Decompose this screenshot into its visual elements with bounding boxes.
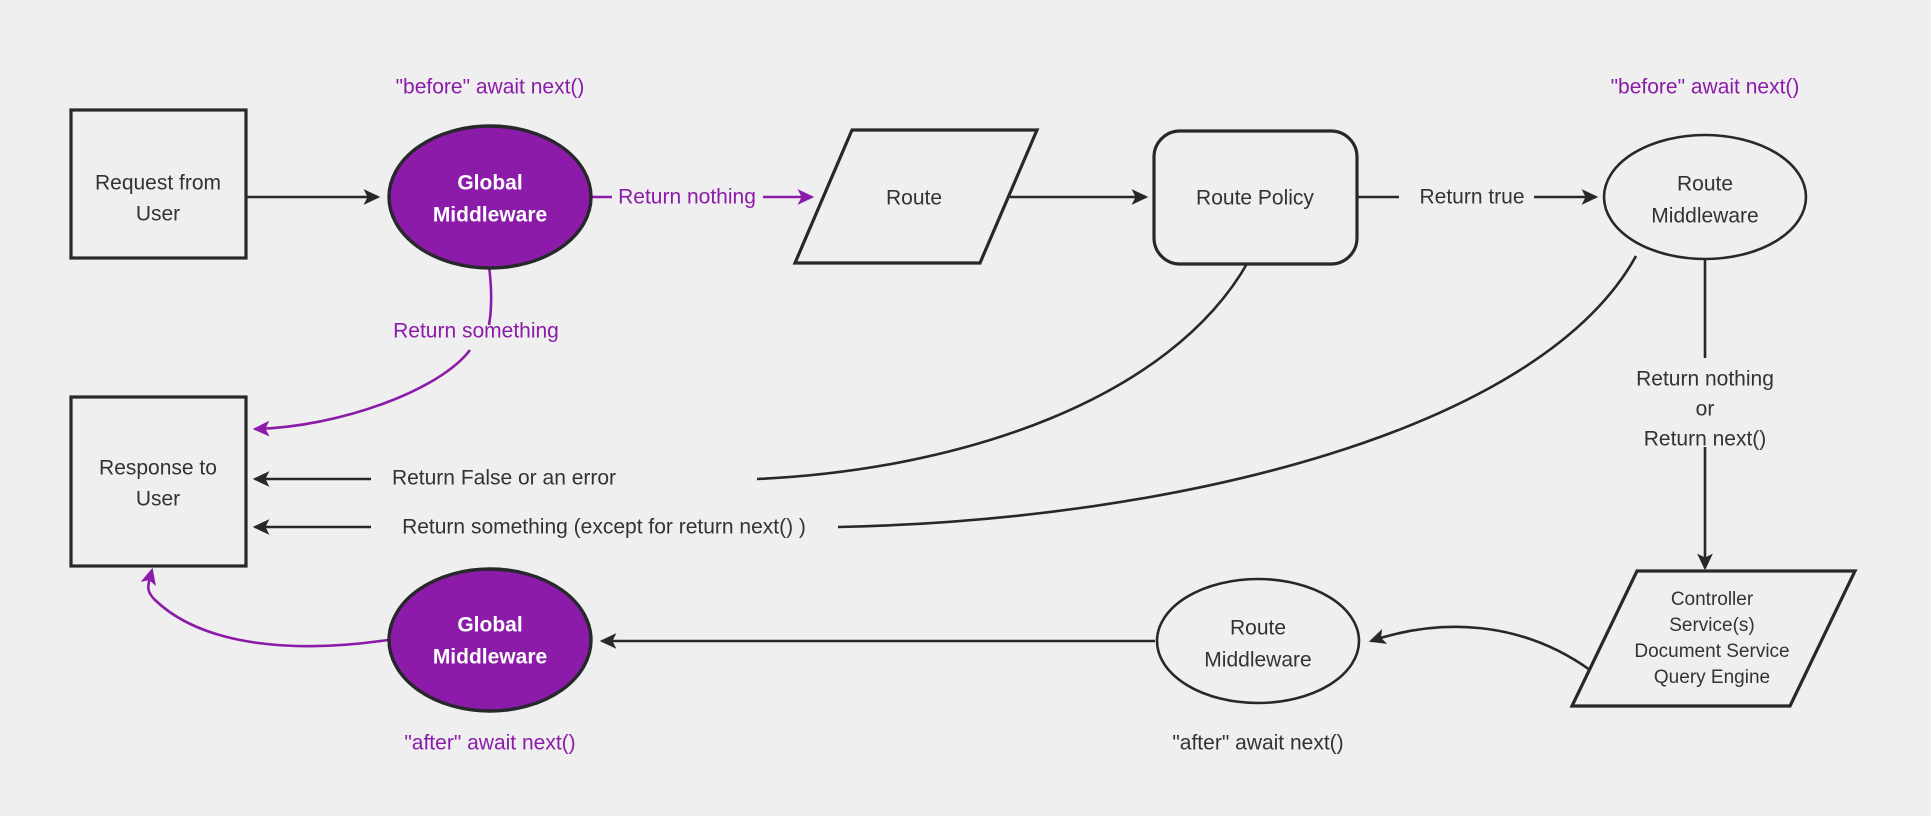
node-route-policy-label: Route Policy bbox=[1196, 187, 1314, 210]
annotation-before-await-next-route: "before" await next() bbox=[1611, 76, 1800, 99]
annotation-before-await-next-global: "before" await next() bbox=[396, 76, 585, 99]
edge-global-middleware-bottom-to-response bbox=[140, 567, 389, 648]
node-global-middleware-top-line1: Global bbox=[457, 172, 522, 195]
edge-label-return-true: Return true bbox=[1419, 186, 1524, 209]
node-global-middleware-bottom-line2: Middleware bbox=[433, 646, 547, 669]
edge-controller-to-route-middleware-bottom bbox=[1368, 625, 1591, 672]
node-route-middleware-top-line2: Middleware bbox=[1651, 205, 1758, 228]
edge-label-return-something-except: Return something (except for return next… bbox=[402, 516, 806, 539]
node-route[interactable] bbox=[792, 128, 1040, 265]
node-controller-line3: Document Service bbox=[1634, 641, 1789, 662]
node-route-middleware-bottom[interactable] bbox=[1155, 577, 1361, 705]
annotation-after-await-next-route: "after" await next() bbox=[1172, 732, 1343, 755]
node-request-from-user-line1: Request from bbox=[95, 172, 221, 195]
node-controller-line4: Query Engine bbox=[1654, 667, 1770, 688]
node-route-middleware-bottom-line2: Middleware bbox=[1204, 649, 1311, 672]
node-controller-line2: Service(s) bbox=[1669, 615, 1755, 636]
edge-label-return-nothing-or-next-line1: Return nothing bbox=[1636, 368, 1774, 391]
node-request-from-user[interactable] bbox=[69, 108, 248, 260]
edge-global-middleware-return-something-arrow bbox=[252, 349, 472, 437]
edge-route-policy-return-false bbox=[756, 261, 1250, 481]
node-controller-services[interactable] bbox=[1569, 569, 1858, 708]
node-global-middleware-top[interactable] bbox=[387, 124, 593, 270]
edge-label-return-false-or-error: Return False or an error bbox=[392, 467, 616, 490]
node-global-middleware-bottom-line1: Global bbox=[457, 614, 522, 637]
node-route-middleware-bottom-line1: Route bbox=[1230, 617, 1286, 640]
node-request-from-user-line2: User bbox=[136, 203, 180, 226]
node-route-middleware-top-line1: Route bbox=[1677, 173, 1733, 196]
edge-route-middleware-return-something-except bbox=[837, 255, 1638, 529]
edge-label-return-nothing: Return nothing bbox=[618, 186, 756, 209]
node-controller-line1: Controller bbox=[1671, 589, 1754, 610]
edge-global-middleware-return-something bbox=[487, 265, 493, 326]
node-route-middleware-top[interactable] bbox=[1602, 133, 1808, 261]
node-global-middleware-bottom[interactable] bbox=[387, 567, 593, 713]
node-route-label: Route bbox=[886, 187, 942, 210]
node-response-to-user-line1: Response to bbox=[99, 457, 217, 480]
node-global-middleware-top-line2: Middleware bbox=[433, 204, 547, 227]
annotation-after-await-next-global: "after" await next() bbox=[404, 732, 575, 755]
node-response-to-user-line2: User bbox=[136, 488, 180, 511]
edge-label-return-nothing-or-next-line2: or bbox=[1696, 398, 1715, 421]
node-route-policy[interactable] bbox=[1152, 129, 1359, 266]
edge-label-return-nothing-or-next-line3: Return next() bbox=[1644, 428, 1767, 451]
node-response-to-user[interactable] bbox=[69, 395, 248, 568]
edge-label-return-something: Return something bbox=[393, 320, 559, 343]
